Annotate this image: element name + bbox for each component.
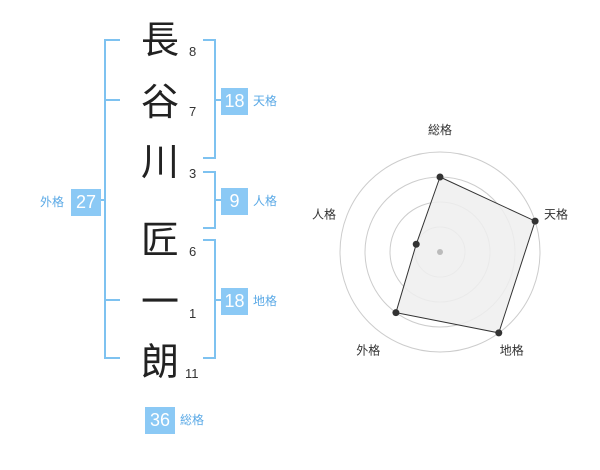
tenkaku-badge: 18 xyxy=(221,88,248,115)
name-char-4: 匠 xyxy=(140,218,179,262)
stroke-count-3: 3 xyxy=(189,166,197,181)
soukaku-label: 総格 xyxy=(180,413,205,427)
radar-axis-label: 総格 xyxy=(428,122,452,137)
radar-axis-label: 外格 xyxy=(356,343,380,358)
stroke-count-1: 8 xyxy=(189,44,197,59)
radar-center xyxy=(437,249,443,255)
radar-point-1 xyxy=(436,173,444,181)
radar-point-4 xyxy=(392,309,400,317)
radar-axis-label: 人格 xyxy=(312,206,336,221)
name-char-6: 朗 xyxy=(140,340,179,384)
radar-point-3 xyxy=(495,329,503,337)
stroke-count-5: 1 xyxy=(189,306,197,321)
jinkaku-badge: 9 xyxy=(221,188,248,215)
chikaku-bracket xyxy=(203,239,216,359)
radar-point-5 xyxy=(412,240,420,248)
stroke-count-6: 11 xyxy=(185,366,199,381)
chikaku-label: 地格 xyxy=(253,294,278,308)
radar-point-2 xyxy=(531,217,539,225)
name-char-3: 川 xyxy=(140,140,179,184)
name-char-5: 一 xyxy=(140,280,179,324)
radar-area xyxy=(395,176,536,334)
chikaku-badge: 18 xyxy=(221,288,248,315)
tenkaku-bracket xyxy=(203,39,216,159)
radar-axis-label: 地格 xyxy=(500,343,524,358)
stroke-count-4: 6 xyxy=(189,244,197,259)
tenkaku-label: 天格 xyxy=(253,94,278,108)
name-char-1: 長 xyxy=(140,18,179,62)
name-char-2: 谷 xyxy=(140,80,179,124)
jinkaku-bracket xyxy=(203,171,216,229)
soukaku-badge: 36 xyxy=(145,407,175,434)
gaikaku-badge: 27 xyxy=(71,189,101,216)
radar-ring xyxy=(339,151,541,353)
gaikaku-label: 外格 xyxy=(40,195,65,209)
stroke-count-2: 7 xyxy=(189,104,197,119)
radar-axis-label: 天格 xyxy=(544,206,568,221)
jinkaku-label: 人格 xyxy=(253,194,278,208)
gaikaku-bracket xyxy=(104,39,120,359)
